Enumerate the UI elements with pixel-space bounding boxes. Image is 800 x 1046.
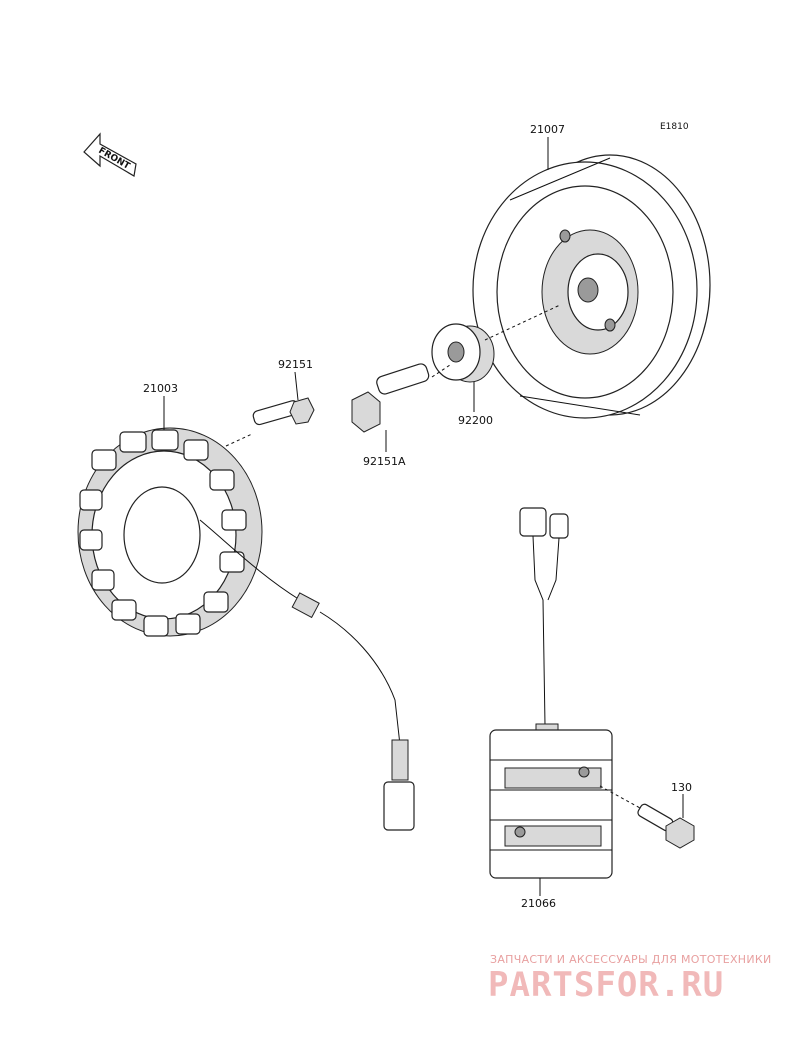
watermark-tagline: ЗАПЧАСТИ И АКСЕССУАРЫ ДЛЯ МОТОТЕХНИКИ <box>490 953 772 966</box>
rotor-bolt-part-number: 92151A <box>363 455 406 468</box>
regulator-bolt-drawing <box>599 785 695 849</box>
rotor-part-number: 21007 <box>530 123 565 136</box>
washer-drawing <box>431 304 561 383</box>
diagram-code: E1810 <box>660 122 689 132</box>
stator-drawing <box>77 427 415 831</box>
regulator-bolt-part-number: 130 <box>671 781 692 794</box>
washer-part-number: 92200 <box>458 414 493 427</box>
stator-bolt-part-number: 92151 <box>278 358 313 371</box>
stator-part-number: 21003 <box>143 382 178 395</box>
watermark-logo: PARTSFOR.RU <box>488 965 725 1005</box>
stator-bolt-drawing <box>225 397 315 447</box>
rotor-bolt-drawing <box>351 363 451 433</box>
regulator-part-number: 21066 <box>521 897 556 910</box>
front-arrow-icon: FRONT <box>83 132 137 177</box>
regulator-drawing <box>489 507 613 879</box>
rotor-drawing <box>472 154 711 419</box>
